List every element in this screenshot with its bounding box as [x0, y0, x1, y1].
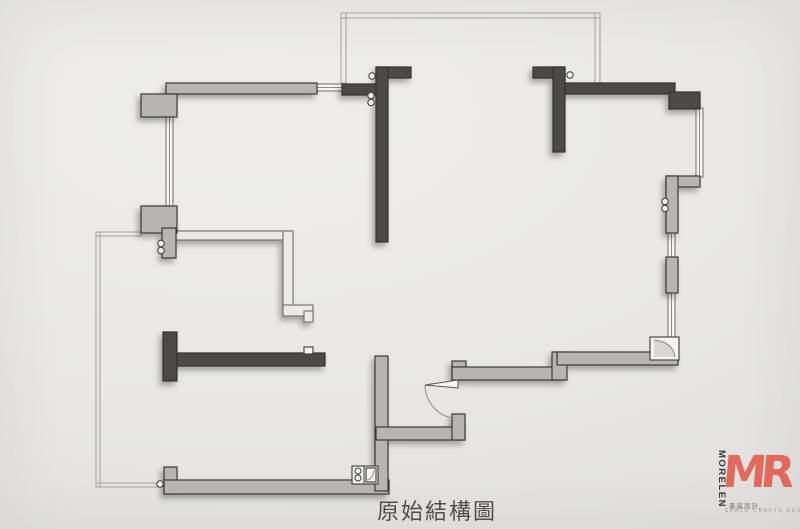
balcony-outline — [340, 12, 601, 19]
door-leaf — [424, 379, 459, 389]
double-circle-symbol — [367, 91, 375, 100]
balcony-outline — [594, 12, 601, 84]
partition-wall — [282, 230, 294, 312]
circle-symbol — [368, 72, 376, 80]
brand-name-vertical: MORELEN — [716, 450, 727, 508]
drawing-title: 原始結構圖 — [376, 499, 497, 524]
circle-symbol — [566, 71, 574, 79]
concrete-wall — [564, 82, 676, 95]
concrete-wall — [176, 352, 326, 367]
brick-wall — [451, 413, 466, 441]
brand-company-cn: 墨嵐設計 — [729, 503, 759, 510]
brick-wall — [374, 355, 389, 492]
concrete-wall — [375, 66, 389, 243]
door-swing-arc — [424, 384, 453, 419]
fixture-inner-square — [365, 467, 377, 483]
brick-wall — [451, 366, 566, 381]
double-circle-symbol — [157, 239, 165, 248]
brick-wall — [163, 479, 390, 495]
brand-company-en: SPACE CRAFTS DESIGN — [725, 508, 800, 514]
fixture-circle — [354, 474, 362, 482]
balcony-outline — [95, 231, 101, 488]
corner-column-arc — [653, 339, 676, 358]
double-circle-symbol — [661, 197, 669, 206]
wall-notch — [303, 346, 314, 355]
double-circle-symbol — [661, 204, 669, 213]
brick-wall — [665, 175, 679, 234]
corner-column-shading — [654, 340, 675, 357]
double-circle-symbol — [157, 246, 165, 255]
circle-symbol — [156, 480, 164, 488]
partition-wall — [303, 310, 314, 323]
concrete-wall — [668, 91, 701, 110]
brick-wall — [665, 256, 679, 294]
double-circle-symbol — [367, 98, 375, 107]
partition-wall-group — [175, 230, 314, 323]
brand-monogram: MR — [720, 447, 791, 498]
brick-wall — [140, 93, 178, 118]
concrete-wall — [162, 331, 178, 382]
concrete-wall — [552, 66, 566, 153]
brick-wall-group — [140, 82, 701, 495]
balcony-outline — [95, 482, 165, 488]
fixture-circle — [354, 467, 362, 475]
concrete-wall-group — [162, 66, 701, 382]
partition-wall — [175, 230, 289, 241]
brand-logo: MORELEN MR 墨嵐設計 SPACE CRAFTS DESIGN — [710, 444, 800, 524]
balcony-outline — [95, 231, 142, 237]
balcony-outline — [340, 12, 347, 84]
fixture-arc — [366, 469, 375, 481]
brick-wall — [165, 82, 318, 95]
